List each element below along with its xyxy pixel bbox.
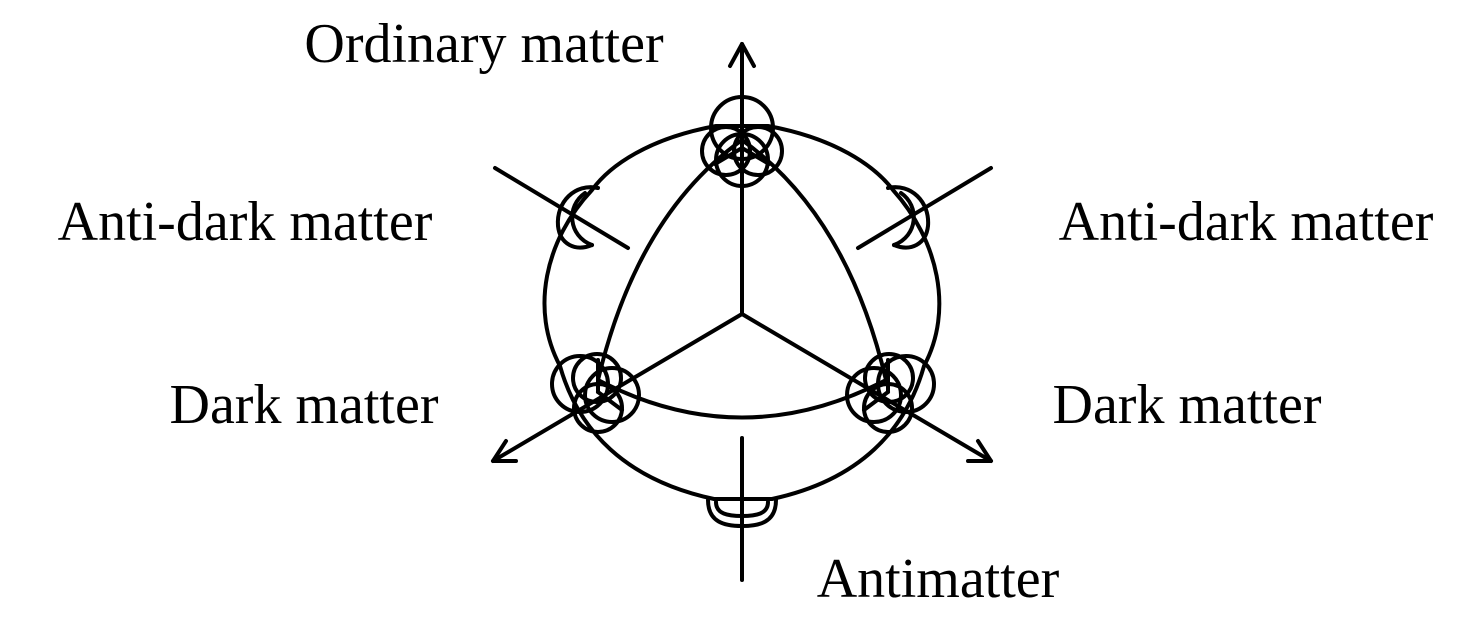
inner-curved-triangle [596, 138, 888, 420]
label-anti-dark-matter-left: Anti-dark matter [58, 191, 433, 253]
label-dark-matter-left: Dark matter [170, 374, 439, 436]
arrowhead-lower-right [966, 439, 993, 463]
arrowhead-lower-left [491, 439, 518, 463]
label-dark-matter-right: Dark matter [1053, 374, 1322, 436]
petal-bottom [706, 498, 778, 528]
arrowhead-top [728, 42, 756, 68]
outer-rounded-boundary [542, 124, 942, 501]
petal-upper-right [886, 185, 931, 250]
label-ordinary-matter: Ordinary matter [304, 13, 664, 75]
label-anti-dark-matter-right: Anti-dark matter [1059, 191, 1434, 253]
petal-upper-left [555, 185, 600, 250]
cluster-lower-left [550, 352, 641, 434]
cluster-lower-right [845, 352, 936, 434]
label-antimatter: Antimatter [817, 548, 1060, 610]
cluster-top [700, 95, 784, 188]
